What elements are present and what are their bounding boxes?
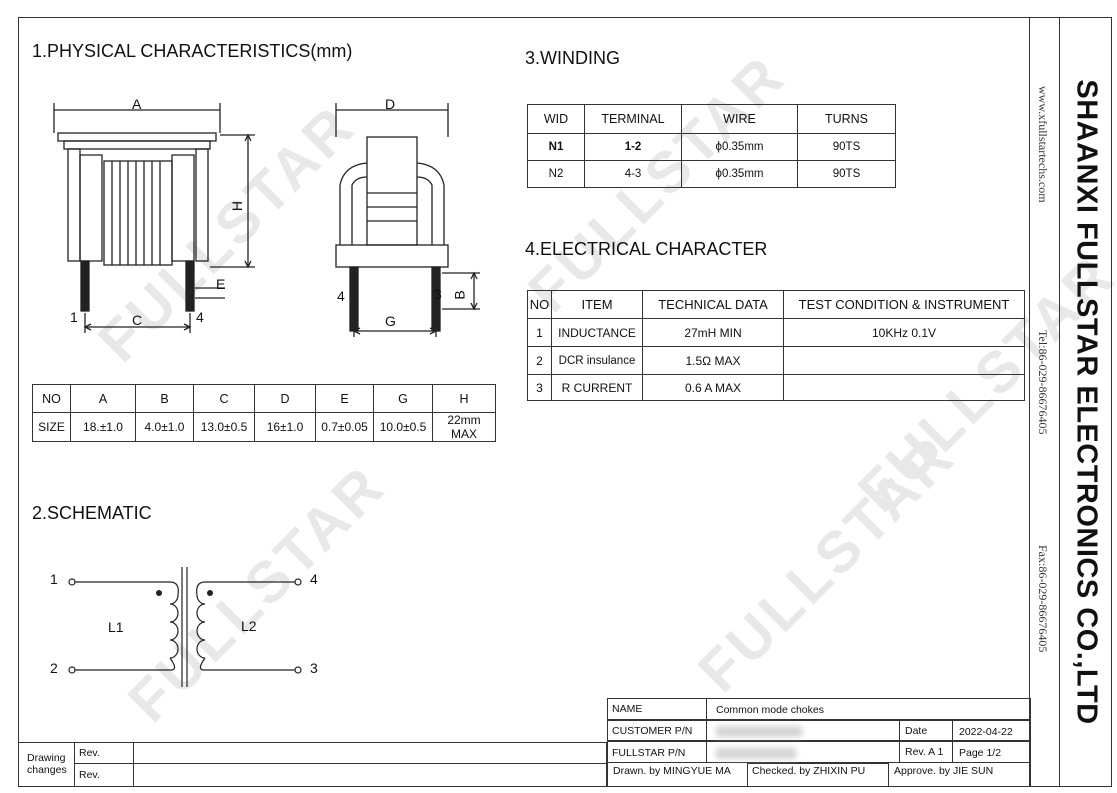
table-cell: 1-2 <box>584 133 682 161</box>
winding-table: WID TERMINAL WIRE TURNS N1 1-2 ϕ0.35mm 9… <box>527 104 896 188</box>
schematic-pin-4: 4 <box>310 571 318 587</box>
table-cell: 1 <box>527 318 552 347</box>
table-cell: R CURRENT <box>551 374 643 401</box>
table-cell: 18.±1.0 <box>70 412 136 442</box>
pin-label-4: 4 <box>196 309 204 325</box>
schematic-pin-2: 2 <box>50 660 58 676</box>
table-cell: 16±1.0 <box>254 412 316 442</box>
dim-label-b: B <box>451 290 468 300</box>
fullstar-pn-label: FULLSTAR P/N <box>612 747 686 759</box>
drawing-changes-label: changes <box>27 764 67 776</box>
page-label: Page 1/2 <box>959 747 1002 759</box>
dim-label-a: A <box>132 96 142 112</box>
drawing-changes-row <box>74 742 607 764</box>
pin-label-4-side: 4 <box>337 288 345 304</box>
website-text: www.xfullstartechs.com <box>1036 86 1050 203</box>
dim-label-h: H <box>229 200 246 212</box>
physical-drawing <box>53 103 480 337</box>
info-strip <box>1030 17 1060 787</box>
table-cell: 13.0±0.5 <box>193 412 255 442</box>
fax-text: Fax:86-029-86676405 <box>1036 545 1050 653</box>
table-cell: N2 <box>527 160 585 188</box>
dim-label-e: E <box>216 276 226 292</box>
schematic-pin-1: 1 <box>50 571 58 587</box>
section-schematic-title: 2.SCHEMATIC <box>32 503 152 523</box>
table-header: NO <box>527 290 552 319</box>
table-cell: 90TS <box>797 160 896 188</box>
table-cell <box>783 374 1025 401</box>
drawing-changes-label: Drawing <box>27 752 66 764</box>
table-header: A <box>70 384 136 413</box>
table-cell: 0.6 A MAX <box>642 374 784 401</box>
table-cell: 27mH MIN <box>642 318 784 347</box>
date-label: Date <box>905 725 928 737</box>
table-header: D <box>254 384 316 413</box>
title-block-checked-col <box>747 763 889 787</box>
table-header: TERMINAL <box>584 104 682 134</box>
table-header: ITEM <box>551 290 643 319</box>
rev-label: Rev. <box>79 747 100 759</box>
date-value: 2022-04-22 <box>959 726 1013 738</box>
table-header: NO <box>32 384 71 413</box>
section-electrical-title: 4.ELECTRICAL CHARACTER <box>525 239 768 259</box>
table-cell: 4-3 <box>584 160 682 188</box>
dimension-table: NO A B C D E G H SIZE 18.±1.0 4.0±1.0 13… <box>32 384 496 442</box>
table-header: H <box>432 384 496 413</box>
table-header: TEST CONDITION & INSTRUMENT <box>783 290 1025 319</box>
table-cell: INDUCTANCE <box>551 318 643 347</box>
table-header: E <box>315 384 374 413</box>
table-header: TURNS <box>797 104 896 134</box>
table-cell: 10.0±0.5 <box>373 412 433 442</box>
dim-label-c: C <box>132 312 143 328</box>
table-cell: 22mm MAX <box>432 412 496 442</box>
table-header: G <box>373 384 433 413</box>
dim-label-g: G <box>385 313 396 329</box>
revision-label: Rev. A 1 <box>905 746 944 758</box>
approved-by: Approve. by JIE SUN <box>894 765 994 777</box>
table-cell: ϕ0.35mm <box>681 160 798 188</box>
schematic-pin-3: 3 <box>310 660 318 676</box>
checked-by: Checked. by ZHIXIN PU <box>752 765 866 777</box>
table-cell: 0.7±0.05 <box>315 412 374 442</box>
section-physical-title: 1.PHYSICAL CHARACTERISTICS(mm) <box>32 41 353 61</box>
drawn-by: Drawn. by MINGYUE MA <box>613 765 731 777</box>
title-block-label-col <box>607 698 707 763</box>
table-cell: N1 <box>527 133 585 161</box>
customer-pn-label: CUSTOMER P/N <box>612 725 693 737</box>
table-cell: ϕ0.35mm <box>681 133 798 161</box>
table-cell <box>783 346 1025 375</box>
tel-text: Tel:86-029-86676405 <box>1036 330 1050 435</box>
company-name: SHAANXI FULLSTAR ELECTRONICS CO.,LTD <box>1070 79 1103 725</box>
coil-label-l2: L2 <box>241 618 257 634</box>
schematic-diagram <box>68 567 302 687</box>
table-header: B <box>135 384 194 413</box>
table-cell: 10KHz 0.1V <box>783 318 1025 347</box>
coil-label-l1: L1 <box>108 619 124 635</box>
table-cell: 1.5Ω MAX <box>642 346 784 375</box>
section-winding-title: 3.WINDING <box>525 48 621 68</box>
name-label: NAME <box>612 703 643 715</box>
table-cell: 3 <box>527 374 552 401</box>
table-header: WIRE <box>681 104 798 134</box>
pin-label-3-side: 3 <box>434 286 442 302</box>
table-cell: 90TS <box>797 133 896 161</box>
table-cell: DCR insulance <box>551 346 643 375</box>
customer-pn-redacted <box>716 726 802 737</box>
table-header: WID <box>527 104 585 134</box>
company-strip <box>1060 17 1112 787</box>
electrical-table: NO ITEM TECHNICAL DATA TEST CONDITION & … <box>527 290 1025 401</box>
name-value: Common mode chokes <box>716 704 824 716</box>
table-cell: 4.0±1.0 <box>135 412 194 442</box>
pin-label-1: 1 <box>70 309 78 325</box>
rev-label: Rev. <box>79 769 100 781</box>
table-cell: SIZE <box>32 412 71 442</box>
fullstar-pn-redacted <box>716 748 796 759</box>
dim-label-d: D <box>385 96 396 112</box>
title-block-date-col <box>899 720 953 763</box>
table-cell: 2 <box>527 346 552 375</box>
table-header: TECHNICAL DATA <box>642 290 784 319</box>
table-header: C <box>193 384 255 413</box>
